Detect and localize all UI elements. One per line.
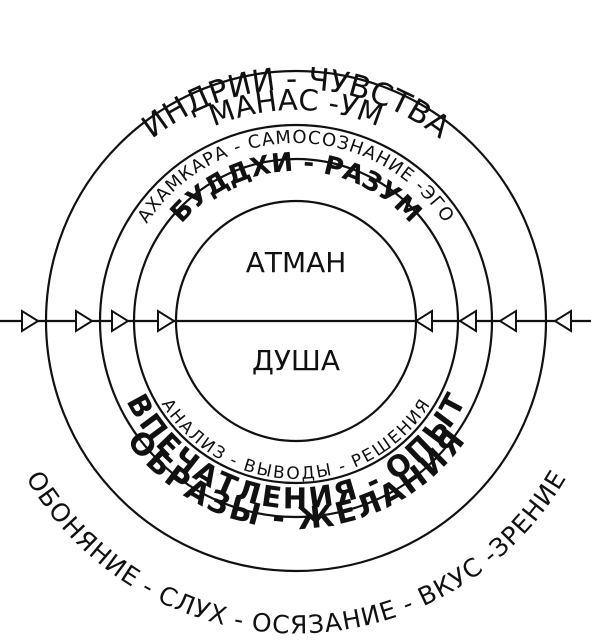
arrow-in-ring-3-icon [157, 309, 176, 333]
arrow-out-outer-icon [553, 309, 572, 333]
arrow-out-ring-3-icon [414, 309, 433, 333]
soul-label: ДУША [252, 344, 340, 377]
arrow-in-outer-icon [21, 309, 40, 333]
arrow-out-ring-1-icon [498, 309, 517, 333]
atman-label: АТМАН [246, 246, 347, 279]
arrow-out-ring-2-icon [458, 309, 477, 333]
arrow-in-ring-2-icon [111, 309, 130, 333]
arrow-in-ring-1-icon [75, 309, 94, 333]
